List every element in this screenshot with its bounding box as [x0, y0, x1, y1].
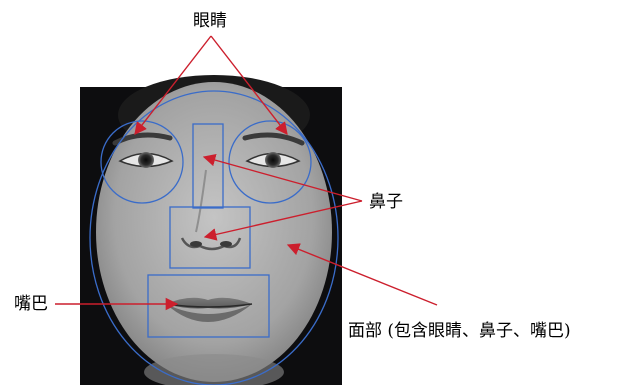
nose-label: 鼻子: [369, 192, 403, 212]
eyes-label: 眼睛: [193, 11, 227, 31]
face-photo: [96, 75, 332, 385]
face-label: 面部 (包含眼睛、鼻子、嘴巴): [348, 321, 571, 341]
mouth-label: 嘴巴: [14, 294, 48, 314]
